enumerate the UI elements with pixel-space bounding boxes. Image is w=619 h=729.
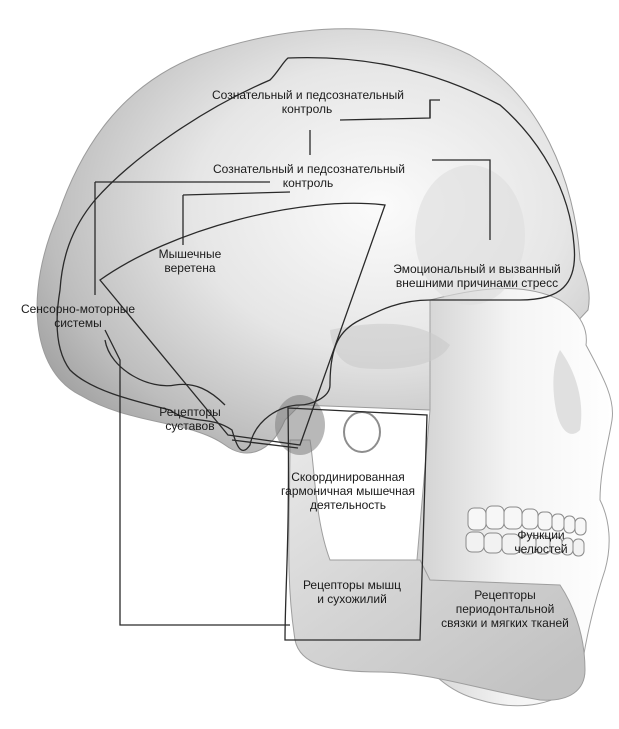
label-sensorimotor: Сенсорно-моторные системы: [18, 302, 138, 330]
label-muscle-tendon-receptors: Рецепторы мышц и сухожилий: [290, 578, 414, 606]
label-jaw-functions: Функции челюстей: [506, 528, 576, 556]
label-coordinated-activity: Скоординированная гармоничная мышечная д…: [280, 470, 416, 512]
label-joint-receptors: Рецепторы суставов: [150, 405, 230, 433]
label-muscle-spindles: Мышечные веретена: [150, 247, 230, 275]
ear-canal: [344, 412, 380, 452]
label-periodontal-receptors: Рецепторы периодонтальной связки и мягки…: [430, 588, 580, 630]
label-conscious-control-mid: Сознательный и педсознательный контроль: [213, 162, 403, 190]
label-emotional-stress: Эмоциональный и вызванный внешними причи…: [392, 262, 562, 290]
label-conscious-control-top: Сознательный и педсознательный контроль: [212, 88, 402, 116]
